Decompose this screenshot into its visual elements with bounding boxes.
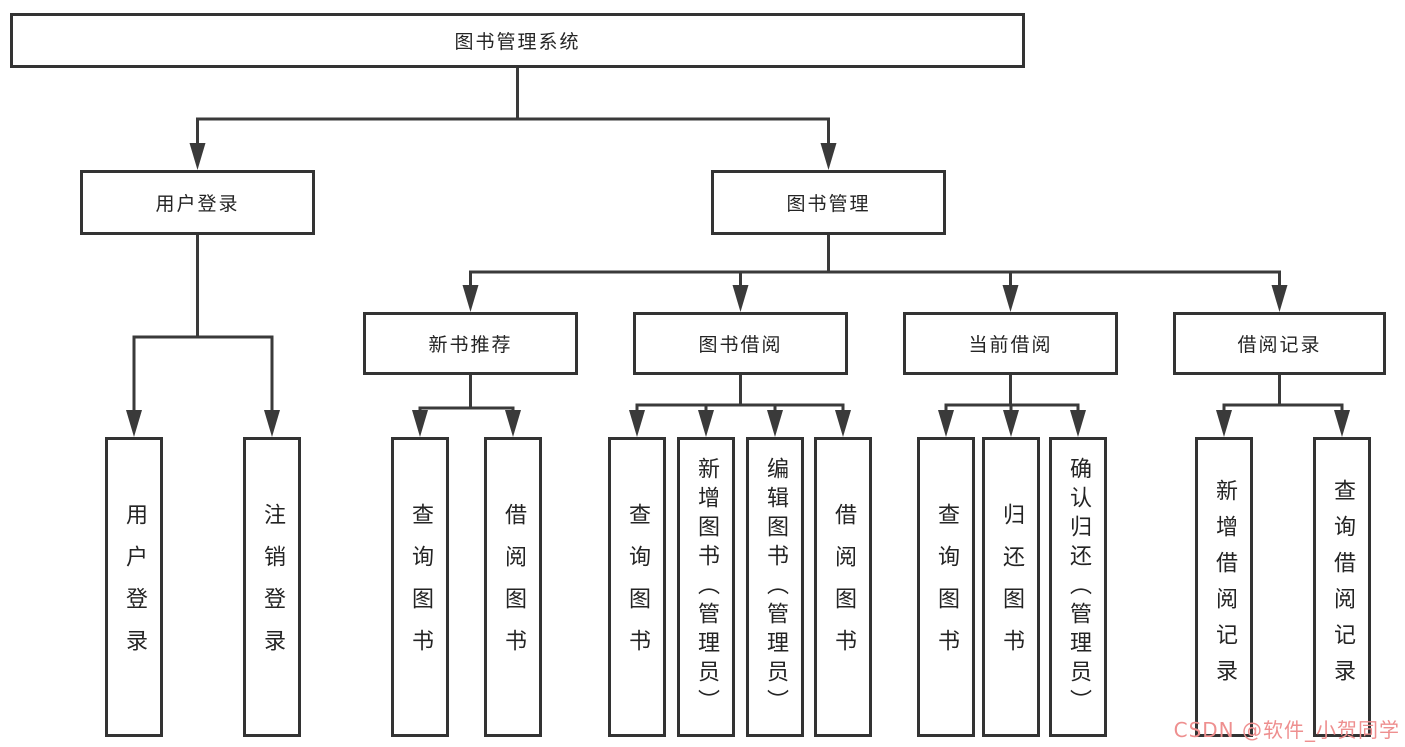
node-label: 借阅记录 (1237, 334, 1322, 356)
node-label: 图书管理系统 (454, 31, 581, 53)
leaf-borrow-books: 借阅图书 (814, 437, 872, 737)
leaf-edit-books-admin: 编辑图书（管理员） (746, 437, 804, 737)
leaf-label: 用户登录 (122, 503, 147, 671)
leaf-borrow-books: 借阅图书 (484, 437, 542, 737)
leaf-logout: 注销登录 (243, 437, 301, 737)
node-label: 用户登录 (155, 193, 240, 215)
leaf-query-books: 查询图书 (391, 437, 449, 737)
leaf-label: 查询借阅记录 (1330, 479, 1355, 695)
csdn-watermark: CSDN @软件_小贺同学 (1173, 718, 1400, 742)
leaf-label: 借阅图书 (501, 503, 526, 671)
leaf-label: 查询图书 (408, 503, 433, 671)
leaf-query-books: 查询图书 (917, 437, 975, 737)
node-label: 图书管理 (786, 193, 871, 215)
node-book-borrowing: 图书借阅 (633, 312, 848, 375)
node-borrowing-records: 借阅记录 (1173, 312, 1386, 375)
leaf-return-books: 归还图书 (982, 437, 1040, 737)
leaf-label: 注销登录 (260, 503, 285, 671)
leaf-confirm-return-admin: 确认归还（管理员） (1049, 437, 1107, 737)
leaf-user-login: 用户登录 (105, 437, 163, 737)
leaf-label: 查询图书 (625, 503, 650, 671)
node-label: 新书推荐 (428, 334, 513, 356)
node-label: 当前借阅 (968, 334, 1053, 356)
leaf-add-books-admin: 新增图书（管理员） (677, 437, 735, 737)
leaf-label: 借阅图书 (831, 503, 856, 671)
leaf-label: 归还图书 (999, 503, 1024, 671)
leaf-query-books: 查询图书 (608, 437, 666, 737)
leaf-query-borrow-record: 查询借阅记录 (1313, 437, 1371, 737)
node-new-book-recommendation: 新书推荐 (363, 312, 578, 375)
leaf-label: 编辑图书（管理员） (763, 456, 788, 718)
node-library-management-system: 图书管理系统 (10, 13, 1025, 68)
node-current-borrowing: 当前借阅 (903, 312, 1118, 375)
node-label: 图书借阅 (698, 334, 783, 356)
leaf-label: 确认归还（管理员） (1066, 456, 1091, 718)
leaf-label: 新增图书（管理员） (694, 456, 719, 718)
leaf-add-borrow-record: 新增借阅记录 (1195, 437, 1253, 737)
node-user-login: 用户登录 (80, 170, 315, 235)
leaf-label: 查询图书 (934, 503, 959, 671)
leaf-label: 新增借阅记录 (1212, 479, 1237, 695)
node-book-management: 图书管理 (711, 170, 946, 235)
